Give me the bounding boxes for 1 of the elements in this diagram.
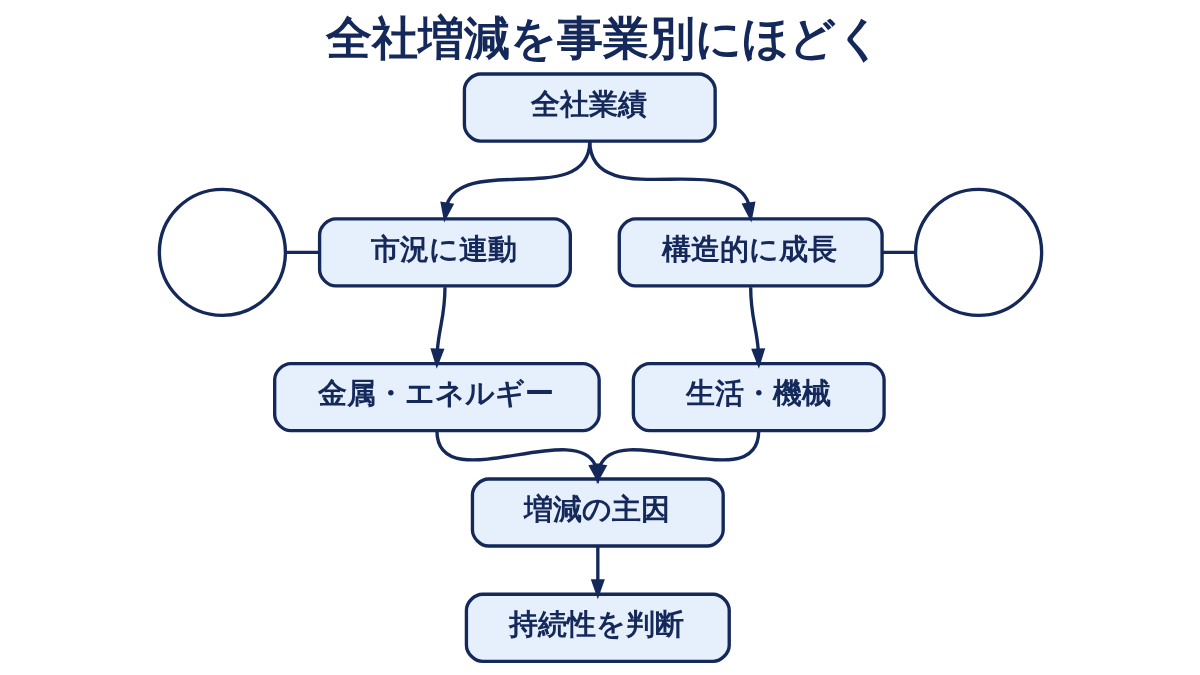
diagram-title: 全社増減を事業別にほどく	[325, 12, 883, 66]
